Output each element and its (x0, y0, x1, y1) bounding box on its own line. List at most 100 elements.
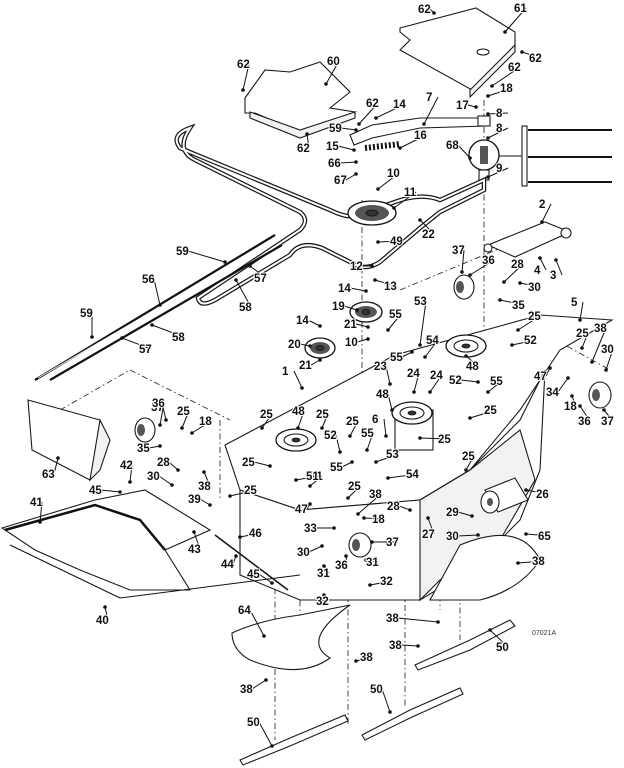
leader-dot (516, 328, 520, 332)
callout-30: 30 (600, 343, 615, 372)
leader-dot (386, 476, 390, 480)
callout-35: 35 (136, 442, 162, 456)
leader-line (511, 339, 537, 346)
callout-30: 30 (296, 544, 324, 560)
callout-number: 27 (422, 529, 435, 541)
callout-number: 52 (324, 430, 337, 442)
leader-line (349, 420, 359, 437)
leader-line (429, 374, 443, 393)
leader-line (363, 517, 385, 520)
callout-47: 47 (533, 366, 552, 384)
leader-line (539, 257, 547, 271)
leader-dot (554, 258, 558, 262)
leader-dot (486, 136, 490, 140)
callout-number: 37 (386, 537, 399, 549)
leader-dot (164, 418, 168, 422)
callout-number: 31 (317, 568, 330, 580)
callout-number: 60 (327, 56, 340, 68)
leader-dot (538, 256, 542, 260)
callout-number: 50 (496, 642, 509, 654)
leader-line (129, 464, 133, 483)
callout-number: 14 (296, 315, 309, 327)
callout-number: 25 (462, 451, 475, 463)
callout-number: 52 (449, 375, 462, 387)
callout-number: 36 (152, 398, 165, 410)
callout-number: 25 (438, 434, 451, 446)
leader-line (457, 511, 473, 517)
leader-line (349, 287, 367, 292)
callout-number: 38 (198, 481, 211, 493)
callout-number: 24 (430, 370, 443, 382)
callout-27: 27 (421, 516, 436, 542)
leader-dot (176, 468, 180, 472)
leader-dot (370, 264, 374, 268)
callout-number: 47 (295, 504, 308, 516)
callout-number: 10 (345, 337, 358, 349)
callout-42: 42 (119, 459, 134, 484)
leader-line (521, 51, 542, 59)
callout-55: 55 (486, 375, 504, 394)
callout-number: 25 (484, 405, 497, 417)
leader-line (419, 300, 427, 346)
callout-50: 50 (488, 628, 510, 655)
callout-number: 14 (338, 283, 351, 295)
callout-28: 28 (502, 258, 525, 284)
leader-line (465, 455, 475, 471)
leader-line (297, 410, 305, 429)
leader-dot (324, 82, 328, 86)
callout-11: 11 (392, 186, 418, 210)
leader-line (307, 319, 321, 327)
leader-line (487, 167, 509, 178)
leader-dot (320, 544, 324, 548)
leader-line (159, 402, 165, 426)
callout-number: 56 (142, 274, 155, 286)
leader-line (605, 348, 614, 371)
callout-8: 8 (486, 107, 509, 121)
callout-number: 32 (380, 576, 393, 588)
callout-number: 61 (514, 3, 527, 15)
leader-dot (416, 644, 420, 648)
callout-7: 7 (422, 91, 439, 126)
callout-number: 54 (426, 335, 439, 347)
callout-number: 28 (387, 501, 400, 513)
leader-dot (270, 581, 274, 585)
leader-dot (338, 450, 342, 454)
leader-line (253, 461, 271, 467)
callout-number: 45 (89, 485, 102, 497)
callout-number: 33 (304, 523, 317, 535)
callout-31: 31 (316, 564, 331, 581)
leader-line (308, 545, 323, 553)
callout-number: 9 (496, 163, 502, 175)
leader-dot (374, 460, 378, 464)
callout-number: 18 (500, 83, 513, 95)
callout-30: 30 (146, 470, 174, 487)
callout-30: 30 (518, 281, 542, 295)
callout-39: 39 (187, 493, 212, 507)
callout-51: 51 (294, 470, 320, 484)
leader-dot (262, 634, 266, 638)
leader-dot (300, 386, 304, 390)
pulley-11 (347, 200, 397, 226)
callout-25: 25 (516, 310, 542, 332)
callout-number: 1 (282, 366, 289, 378)
belt-shield-right (399, 7, 516, 99)
callout-number: 25 (316, 409, 329, 421)
callout-number: 25 (260, 409, 273, 421)
leader-line (293, 370, 303, 389)
leader-dot (540, 220, 544, 224)
callout-38: 38 (385, 612, 440, 626)
callout-number: 63 (42, 469, 55, 481)
leader-dot (241, 88, 245, 92)
leader-line (148, 445, 161, 449)
leader-line (377, 240, 403, 243)
leader-dot (408, 508, 412, 512)
leader-dot (357, 122, 361, 126)
leader-dot (464, 468, 468, 472)
callout-1: 1 (281, 365, 304, 390)
leader-line (104, 606, 109, 621)
callout-40: 40 (95, 605, 110, 628)
callout-number: 3 (550, 270, 556, 282)
callout-8: 8 (486, 122, 509, 140)
leader-dot (373, 278, 377, 282)
callout-number: 36 (335, 560, 348, 572)
